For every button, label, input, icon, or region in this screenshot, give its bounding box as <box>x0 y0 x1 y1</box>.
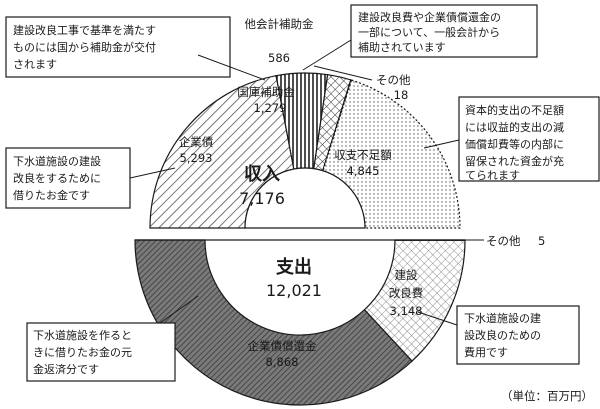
slice-label-repayment: 企業債償還金 <box>248 339 317 353</box>
callout-text: 建設改良工事で基準を満たす ものには国から補助金が交付 されます <box>13 23 160 71</box>
revenue-chart: 収入 7,176 他会計補助金 586 国庫補助金 1,279 企業債 5,29… <box>5 4 600 229</box>
revenue-hub <box>244 167 366 229</box>
slice-label-bonds: 企業債 <box>179 135 214 149</box>
slice-value-deficit: 4,845 <box>347 164 380 178</box>
callout-leader-line <box>197 54 266 81</box>
slice-label-national-subsidy: 国庫補助金 <box>237 85 295 99</box>
revenue-center-value: 7,176 <box>239 189 285 208</box>
callout-construction: 下水道施設の建 設改良のための 費用です <box>417 305 580 365</box>
callout-leader-line <box>302 39 352 71</box>
slice-value-others-exp: 5 <box>538 234 545 248</box>
callout-leader-line <box>423 139 460 149</box>
callout-other-fund: 建設改良費や企業債償還金の 一部について、一般会計から 補助されています <box>302 4 538 71</box>
slice-value-national-subsidy: 1,279 <box>254 101 287 115</box>
revenue-slices <box>149 72 461 229</box>
callout-repayment: 下水道施設を作ると きに借りたお金の元 金返済分です <box>26 295 199 382</box>
slice-label-construction-1: 建設 <box>395 268 418 282</box>
slice-value-repayment: 8,868 <box>266 355 299 369</box>
expenditure-slices <box>134 239 466 406</box>
slice-value-others: 18 <box>394 88 409 102</box>
callout-box <box>5 16 231 78</box>
slice-value-construction: 3,148 <box>390 304 423 318</box>
callout-leader-line <box>129 167 176 179</box>
callout-box <box>458 96 600 182</box>
callout-text: 資本的支出の不足額 には収益的支出の減 価償却費等の内部に 留保された資金が充 … <box>465 103 568 182</box>
expenditure-center-value: 12,021 <box>266 281 322 300</box>
callout-text: 建設改良費や企業債償還金の 一部について、一般会計から 補助されています <box>358 10 505 54</box>
slice-label-others: その他 <box>376 73 411 87</box>
callout-box <box>350 4 538 58</box>
callout-national-subsidy: 建設改良工事で基準を満たす ものには国から補助金が交付 されます <box>5 16 266 81</box>
callout-text: 下水道施設の建設 改良をするために 借りたお金です <box>13 154 105 202</box>
callout-box <box>456 305 580 365</box>
callout-box <box>26 322 176 382</box>
unit-note: （単位：百万円） <box>501 389 593 403</box>
callout-deficit: 資本的支出の不足額 には収益的支出の減 価償却費等の内部に 留保された資金が充 … <box>423 96 600 182</box>
slice-label-other-fund: 他会計補助金 <box>245 17 314 31</box>
slice-label-others-exp: その他 <box>486 234 521 248</box>
callout-leader-line <box>159 295 199 324</box>
slice-value-other-fund: 586 <box>268 51 290 65</box>
callout-text: 下水道施設を作ると きに借りたお金の元 金返済分です <box>33 328 136 376</box>
expenditure-center-title: 支出 <box>275 256 312 278</box>
slice-value-bonds: 5,293 <box>180 151 213 165</box>
callout-text: 下水道施設の建 設改良のための 費用です <box>464 311 545 359</box>
slice-label-construction-2: 改良費 <box>389 286 424 300</box>
callout-bonds: 下水道施設の建設 改良をするために 借りたお金です <box>5 147 176 209</box>
slice-repayment <box>134 239 413 406</box>
slice-label-deficit: 収支不足額 <box>334 148 392 162</box>
callout-leader-line <box>417 311 458 326</box>
expenditure-chart: 支出 12,021 建設 改良費 3,148 企業債償還金 8,868 その他 … <box>26 234 580 406</box>
revenue-center-title: 収入 <box>244 164 280 185</box>
others-leader-line <box>313 65 373 81</box>
